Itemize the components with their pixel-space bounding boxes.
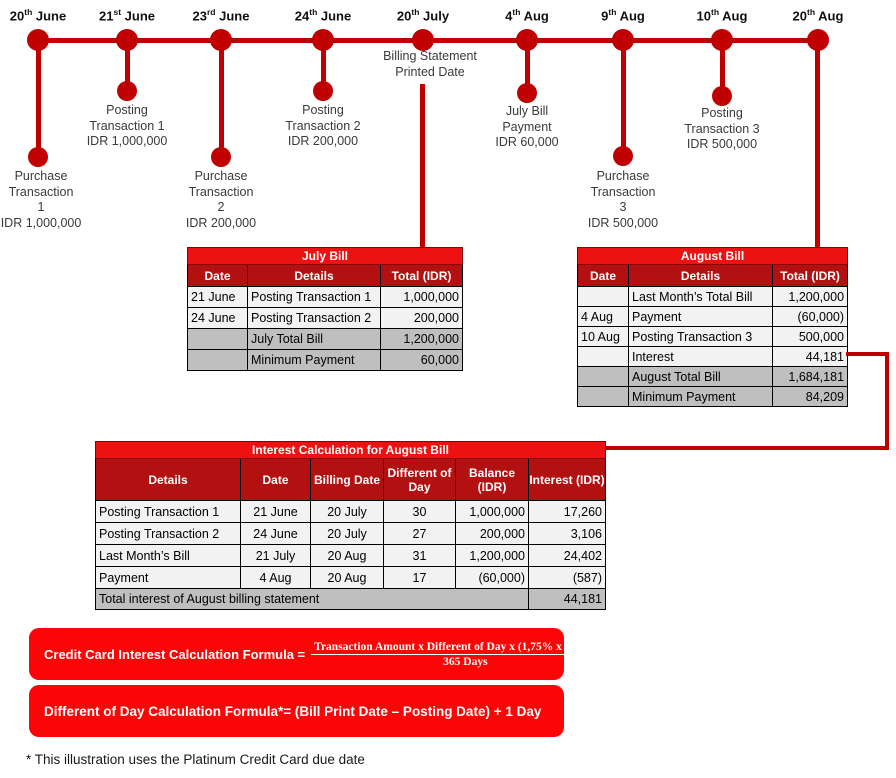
timeline-stub — [321, 40, 326, 90]
event-label-posting-transaction-3: Posting Transaction 3 IDR 500,000 — [684, 106, 760, 151]
table-row: Last Month’s Total Bill 1,200,000 — [577, 286, 849, 307]
timeline-dot — [711, 29, 733, 51]
table-row: Posting Transaction 2 24 June 20 July 27… — [95, 522, 606, 545]
event-label-purchase-transaction-1: Purchase Transaction 1 IDR 1,000,000 — [0, 169, 82, 230]
footnote: * This illustration uses the Platinum Cr… — [26, 752, 365, 767]
interest-calculation-table: Interest Calculation for August Bill Det… — [95, 441, 606, 610]
diff-day-formula-box: Different of Day Calculation Formula*= (… — [29, 685, 564, 737]
interest-formula-lead: Credit Card Interest Calculation Formula… — [44, 646, 306, 662]
column-header: Total (IDR) — [380, 264, 463, 287]
timeline-stub — [525, 40, 530, 92]
column-header: Details — [628, 264, 773, 287]
table-row: 24 June Posting Transaction 2 200,000 — [187, 307, 463, 329]
timeline-dot — [516, 29, 538, 51]
connector-interest-segment-h1 — [846, 352, 889, 356]
event-label-posting-transaction-1: Posting Transaction 1 IDR 1,000,000 — [86, 103, 168, 148]
timeline-event-dot — [613, 146, 633, 166]
interest-formula-box: Credit Card Interest Calculation Formula… — [29, 628, 620, 680]
table-row: July Total Bill 1,200,000 — [187, 328, 463, 350]
table-row: 21 June Posting Transaction 1 1,000,000 — [187, 286, 463, 308]
timeline-dot — [312, 29, 334, 51]
table-total-row: Total interest of August billing stateme… — [95, 588, 606, 610]
timeline-date-20-july: 20th July — [396, 7, 450, 24]
timeline-dot — [612, 29, 634, 51]
table-title-row: July Bill — [187, 247, 463, 265]
table-title-row: Interest Calculation for August Bill — [95, 441, 606, 459]
table-row: Last Month’s Bill 21 July 20 Aug 31 1,20… — [95, 544, 606, 567]
timeline-date-21-june: 21st June — [99, 7, 155, 24]
table-row: Payment 4 Aug 20 Aug 17 (60,000) (587) — [95, 566, 606, 589]
column-header: Date — [240, 458, 311, 501]
timeline-dot — [807, 29, 829, 51]
connector-interest-segment-v — [885, 352, 889, 450]
formula-denominator: 365 Days — [443, 655, 488, 668]
table-header-row: Date Details Total (IDR) — [577, 264, 849, 287]
table-header-row: Details Date Billing Date Different of D… — [95, 458, 606, 501]
column-header: Details — [247, 264, 381, 287]
connector-interest-segment-h2 — [604, 446, 889, 450]
event-label-july-bill-payment: July Bill Payment IDR 60,000 — [495, 104, 559, 149]
timeline-date-10-aug: 10th Aug — [696, 7, 748, 24]
column-header: Date — [577, 264, 629, 287]
july-bill-table: July Bill Date Details Total (IDR) 21 Ju… — [187, 247, 463, 371]
column-header: Balance (IDR) — [455, 458, 529, 501]
timeline-dot — [412, 29, 434, 51]
column-header: Details — [95, 458, 241, 501]
timeline-stub — [219, 40, 224, 155]
timeline-dot — [210, 29, 232, 51]
column-header: Date — [187, 264, 248, 287]
timeline-event-dot — [517, 83, 537, 103]
timeline-date-9-aug: 9th Aug — [601, 7, 645, 24]
table-row: August Total Bill 1,684,181 — [577, 366, 849, 387]
timeline-stub — [720, 40, 725, 95]
july-bill-title: July Bill — [187, 247, 463, 265]
timeline-date-23-june: 23rd June — [192, 7, 250, 24]
timeline-date-4-aug: 4th Aug — [505, 7, 549, 24]
table-title-row: August Bill — [576, 247, 849, 265]
timeline-stub — [125, 40, 130, 90]
total-interest-value: 44,181 — [528, 588, 606, 610]
table-row: Minimum Payment 84,209 — [577, 386, 849, 407]
event-label-purchase-transaction-3: Purchase Transaction 3 IDR 500,000 — [587, 169, 659, 230]
connector-billing-to-july-bill — [420, 84, 425, 247]
table-row: 10 Aug Posting Transaction 3 500,000 — [577, 326, 849, 347]
column-header: Total (IDR) — [771, 264, 849, 287]
event-label-purchase-transaction-2: Purchase Transaction 2 IDR 200,000 — [185, 169, 257, 230]
timeline-dot — [116, 29, 138, 51]
table-row-interest: Interest 44,181 — [577, 346, 849, 367]
column-header: Different of Day — [383, 458, 456, 501]
timeline-event-dot — [712, 86, 732, 106]
column-header: Billing Date — [310, 458, 384, 501]
connector-20aug-to-august-bill — [815, 40, 820, 247]
timeline-dot — [27, 29, 49, 51]
table-row: Minimum Payment 60,000 — [187, 349, 463, 371]
formula-numerator: Transaction Amount x Different of Day x … — [311, 641, 620, 655]
event-label-posting-transaction-2: Posting Transaction 2 IDR 200,000 — [285, 103, 361, 148]
interest-formula-fraction: Transaction Amount x Different of Day x … — [311, 641, 620, 668]
timeline-stub — [36, 40, 41, 155]
table-header-row: Date Details Total (IDR) — [187, 264, 463, 287]
timeline-event-dot — [28, 147, 48, 167]
total-interest-label: Total interest of August billing stateme… — [95, 588, 529, 610]
timeline-event-dot — [313, 81, 333, 101]
timeline-event-dot — [117, 81, 137, 101]
timeline-event-dot — [211, 147, 231, 167]
table-row: Posting Transaction 1 21 June 20 July 30… — [95, 500, 606, 523]
event-label-billing-statement: Billing Statement Printed Date — [383, 49, 477, 79]
august-bill-table: August Bill Date Details Total (IDR) Las… — [576, 247, 849, 407]
august-bill-title: August Bill — [576, 247, 849, 265]
timeline-date-20-aug: 20th Aug — [792, 7, 844, 24]
timeline-date-20-june: 20th June — [9, 7, 67, 24]
timeline-stub — [621, 40, 626, 154]
column-header: Interest (IDR) — [528, 458, 606, 501]
interest-calc-title: Interest Calculation for August Bill — [95, 441, 606, 459]
diff-day-formula-text: Different of Day Calculation Formula*= (… — [44, 703, 542, 719]
timeline-date-24-june: 24th June — [294, 7, 352, 24]
table-row: 4 Aug Payment (60,000) — [577, 306, 849, 327]
